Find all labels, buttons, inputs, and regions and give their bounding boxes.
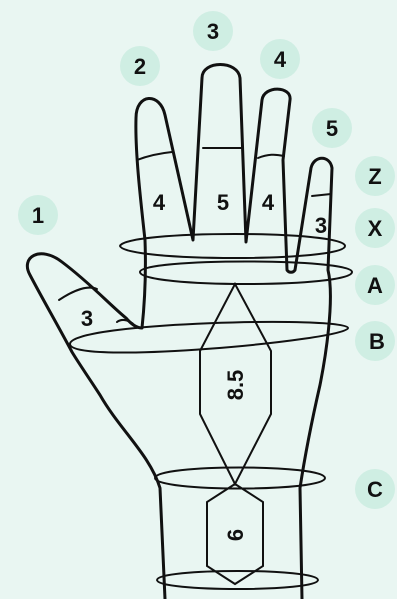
line-z-label: Z [368, 164, 381, 189]
line-a-label: A [367, 273, 383, 298]
little-crease [312, 194, 331, 196]
index-number: 2 [134, 54, 146, 79]
ring-number: 4 [274, 47, 287, 72]
line-b-label: B [369, 329, 385, 354]
palm-value: 8.5 [223, 370, 248, 401]
thumb-number: 1 [32, 203, 44, 228]
wrist-value: 6 [223, 529, 248, 541]
index-segment-value: 4 [153, 190, 166, 215]
ring-segment-value: 4 [262, 190, 275, 215]
middle-segment-value: 5 [217, 190, 229, 215]
line-x-label: X [368, 216, 383, 241]
thumb-crease [59, 288, 97, 300]
ring-crease [258, 155, 284, 158]
thumb-segment-value: 3 [81, 306, 93, 331]
line-c-label: C [367, 477, 383, 502]
ring-b [70, 322, 348, 353]
hand-outline [27, 65, 332, 599]
ring-c [155, 468, 325, 489]
little-number: 5 [326, 116, 338, 141]
index-crease [137, 152, 172, 160]
ring-a [140, 262, 352, 285]
ring-x [120, 234, 345, 258]
ring-wrist [157, 571, 318, 589]
middle-number: 3 [207, 19, 219, 44]
thumb-web-loop [117, 320, 136, 328]
little-segment-value: 3 [315, 213, 327, 238]
